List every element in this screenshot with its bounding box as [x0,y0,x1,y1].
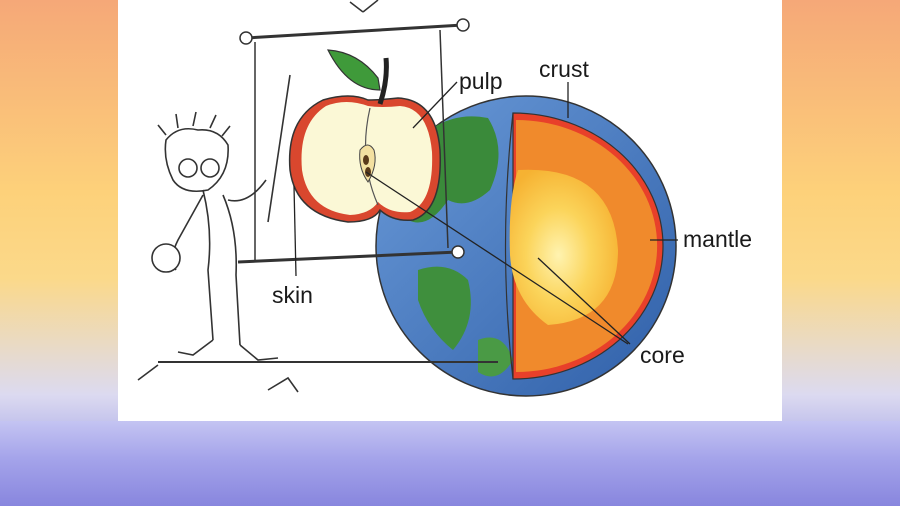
apple-cross-section [288,49,442,223]
apple-stem [377,57,389,105]
label-pulp: pulp [459,68,503,94]
label-core: core [640,342,685,368]
teacher-figure [137,74,299,393]
wall-chart [158,0,498,363]
label-mantle: mantle [683,226,753,252]
apple-earth-diagram [137,0,678,397]
earth-globe [375,95,677,397]
illustration-panel: pulp crust mantle skin core [118,0,782,421]
apple-leaf [326,49,381,91]
label-skin: skin [272,282,313,308]
label-crust: crust [539,56,589,82]
earth-outer-core [509,169,618,325]
bottom-band [0,421,900,506]
label-leader-lines [293,81,678,345]
